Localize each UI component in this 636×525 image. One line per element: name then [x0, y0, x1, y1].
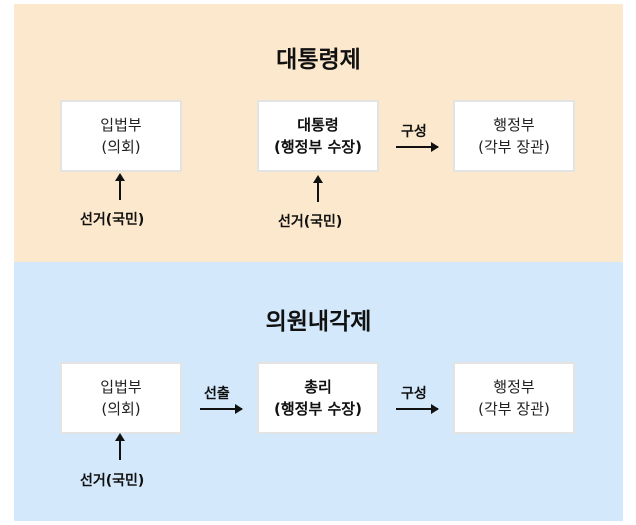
- legislature-sub: (의회): [101, 400, 141, 418]
- parliamentary-select-arrow: [200, 404, 243, 414]
- parliamentary-title: 의원내각제: [265, 309, 372, 335]
- parliamentary-legislature-election-arrow: [115, 433, 125, 460]
- parliamentary-administration-box: 행정부 (각부 장관): [453, 362, 575, 434]
- administration-sub: (각부 장관): [478, 138, 550, 156]
- legislature-name: 입법부: [100, 378, 142, 396]
- presidential-legislature-election-label: 선거(국민): [80, 212, 145, 228]
- president-name: 대통령: [297, 116, 339, 134]
- presidential-administration-box: 행정부 (각부 장관): [453, 100, 575, 172]
- parliamentary-select-label: 선출: [204, 386, 230, 402]
- parliamentary-compose-arrow: [396, 404, 439, 414]
- president-box: 대통령 (행정부 수장): [257, 100, 379, 172]
- president-sub: (행정부 수장): [274, 138, 362, 156]
- parliamentary-legislature-election-label: 선거(국민): [80, 473, 145, 489]
- parliamentary-compose-label: 구성: [401, 386, 427, 402]
- prime-minister-box: 총리 (행정부 수장): [257, 362, 379, 434]
- presidential-compose-arrow: [396, 142, 439, 152]
- administration-sub: (각부 장관): [478, 400, 550, 418]
- parliamentary-legislature-box: 입법부 (의회): [60, 362, 182, 434]
- administration-name: 행정부: [493, 116, 535, 134]
- parliamentary-panel: 의원내각제 입법부 (의회) 총리 (행정부 수장) 행정부 (각부 장관) 선…: [14, 262, 623, 521]
- presidential-compose-label: 구성: [401, 124, 427, 140]
- prime-minister-name: 총리: [304, 378, 332, 396]
- presidential-title: 대통령제: [276, 47, 361, 73]
- presidential-president-election-label: 선거(국민): [278, 214, 343, 230]
- administration-name: 행정부: [493, 378, 535, 396]
- presidential-legislature-election-arrow: [115, 173, 125, 200]
- legislature-name: 입법부: [100, 116, 142, 134]
- presidential-panel: 대통령제 입법부 (의회) 대통령 (행정부 수장) 행정부 (각부 장관) 구…: [14, 4, 623, 262]
- presidential-legislature-box: 입법부 (의회): [60, 100, 182, 172]
- legislature-sub: (의회): [101, 138, 141, 156]
- prime-minister-sub: (행정부 수장): [274, 400, 362, 418]
- presidential-president-election-arrow: [313, 175, 323, 202]
